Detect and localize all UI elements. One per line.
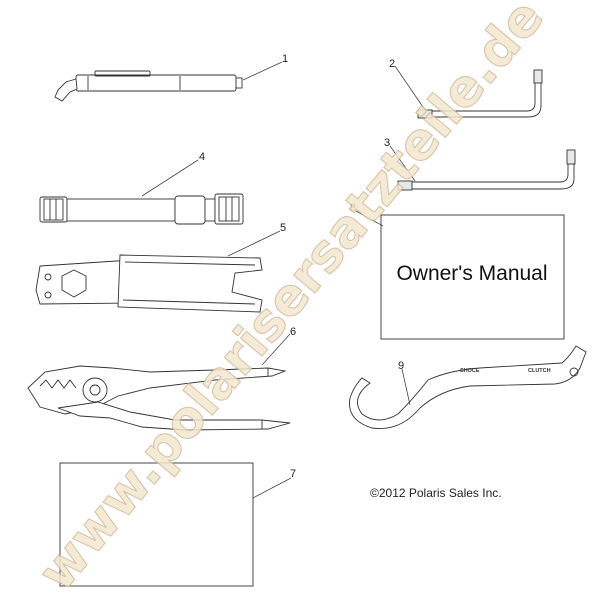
callout-2: 2	[389, 58, 395, 70]
callout-numbers: 1 2 3 4 5 6 7 8 9	[199, 53, 404, 480]
owners-manual-label: Owner's Manual	[396, 262, 547, 285]
owners-manual-part: Owner's Manual	[380, 214, 565, 340]
tire-gauge-part	[54, 70, 243, 102]
callout-1: 1	[282, 53, 288, 65]
copyright-text: ©2012 Polaris Sales Inc.	[370, 486, 502, 500]
callout-8: 8	[350, 202, 356, 214]
callout-6: 6	[290, 326, 296, 338]
document-card-part	[59, 462, 254, 587]
shoe-label: SHOCE	[460, 368, 480, 374]
pliers-part	[27, 365, 291, 431]
torx-key-long-part	[397, 149, 576, 191]
callout-7: 7	[290, 468, 296, 480]
hook-spanner-part: SHOCE CLUTCH	[349, 345, 587, 430]
socket-wrench-part	[39, 193, 244, 225]
spanner-holder-part	[35, 254, 263, 313]
callout-3: 3	[384, 137, 390, 149]
leader-lines	[141, 61, 426, 499]
clutch-label: CLUTCH	[528, 368, 551, 374]
callout-9: 9	[398, 360, 404, 372]
callout-4: 4	[199, 151, 205, 163]
callout-5: 5	[280, 222, 286, 234]
torx-key-short-part	[417, 69, 543, 119]
